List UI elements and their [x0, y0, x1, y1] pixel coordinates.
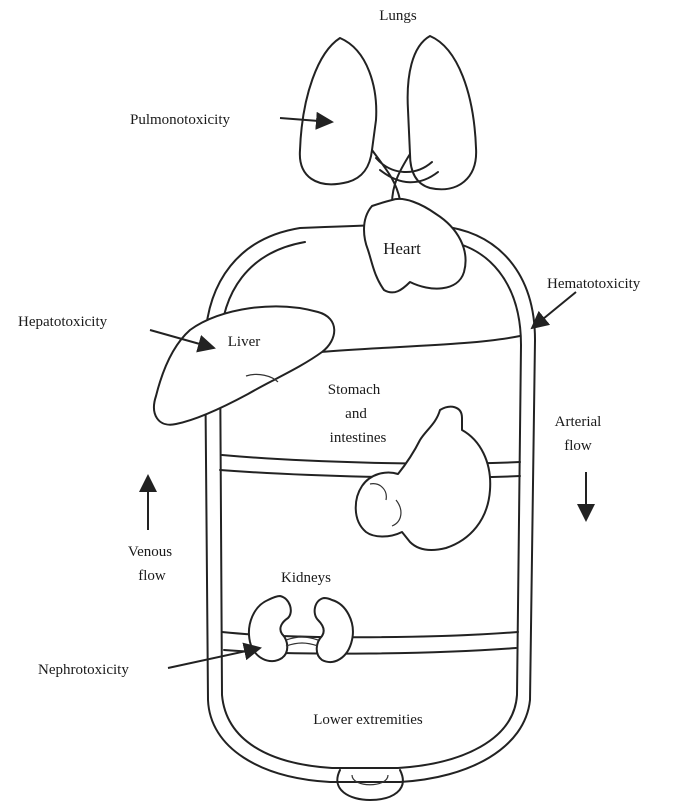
stomach-organ — [356, 407, 490, 550]
kidneys-label: Kidneys — [281, 570, 331, 586]
stomach-label-line1: Stomach — [328, 382, 381, 398]
stomach-label-line3: intestines — [330, 430, 387, 446]
liver-compartment-divider — [320, 336, 520, 352]
left-lung — [300, 38, 376, 184]
heart-label: Heart — [383, 239, 421, 258]
venous-flow-label-line1: Venous — [128, 544, 172, 560]
renal-vessels — [286, 637, 318, 646]
nephrotoxicity-pointer — [168, 648, 260, 668]
arterial-flow-label-line1: Arterial — [555, 414, 602, 430]
lungs-label: Lungs — [379, 8, 417, 24]
right-kidney — [315, 598, 353, 662]
hematotoxicity-label: Hematotoxicity — [547, 276, 641, 292]
pulmonotoxicity-label: Pulmonotoxicity — [130, 112, 231, 128]
stomach-label-line2: and — [345, 406, 367, 422]
right-lung — [408, 36, 477, 189]
left-kidney — [249, 596, 291, 661]
hepatotoxicity-label: Hepatotoxicity — [18, 314, 108, 330]
bottom-vessel-inner — [352, 775, 388, 785]
nephrotoxicity-label: Nephrotoxicity — [38, 662, 129, 678]
venous-flow-label-line2: flow — [138, 568, 166, 584]
lower-extremities-label: Lower extremities — [313, 712, 423, 728]
liver-organ — [154, 306, 334, 424]
arterial-flow-label-line2: flow — [564, 438, 592, 454]
hematotoxicity-pointer — [532, 292, 576, 328]
liver-label: Liver — [228, 334, 260, 350]
